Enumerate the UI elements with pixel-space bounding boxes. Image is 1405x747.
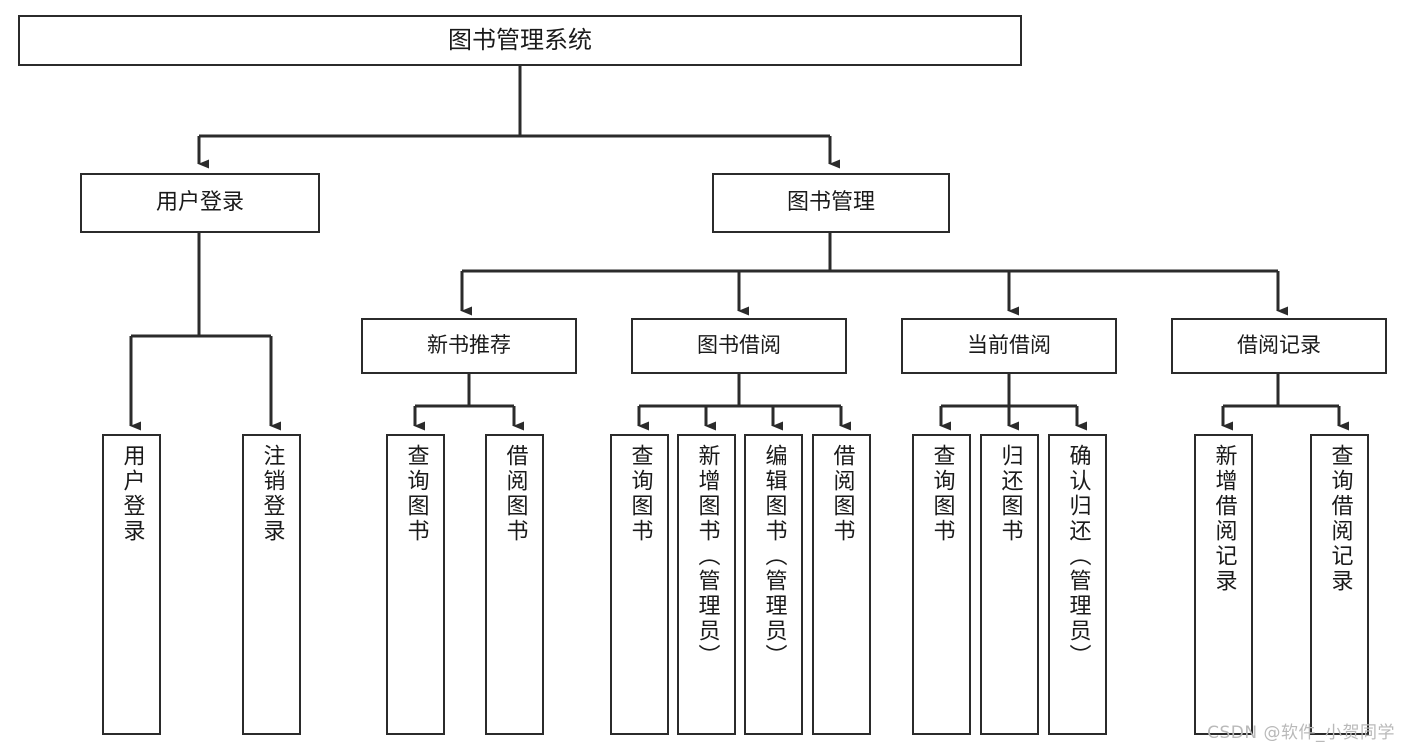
node-label: 确认归还（管理员） bbox=[1065, 444, 1091, 669]
node-label: 归还图书 bbox=[997, 444, 1023, 544]
leaf-borrow-add-book-admin[interactable]: 新增图书（管理员） bbox=[677, 434, 736, 735]
leaf-current-return-book[interactable]: 归还图书 bbox=[980, 434, 1039, 735]
node-label: 新书推荐 bbox=[427, 333, 511, 358]
leaf-record-add[interactable]: 新增借阅记录 bbox=[1194, 434, 1253, 735]
node-label: 当前借阅 bbox=[967, 333, 1051, 358]
leaf-borrow-edit-book-admin[interactable]: 编辑图书（管理员） bbox=[744, 434, 803, 735]
node-label: 查询图书 bbox=[929, 444, 955, 544]
node-borrow-record[interactable]: 借阅记录 bbox=[1171, 318, 1387, 374]
node-label: 新增借阅记录 bbox=[1211, 444, 1237, 594]
node-label: 用户登录 bbox=[119, 444, 145, 544]
leaf-borrow-borrow-book[interactable]: 借阅图书 bbox=[812, 434, 871, 735]
leaf-current-query-book[interactable]: 查询图书 bbox=[912, 434, 971, 735]
node-label: 注销登录 bbox=[259, 444, 285, 544]
node-label: 借阅记录 bbox=[1237, 333, 1321, 358]
leaf-current-confirm-return-admin[interactable]: 确认归还（管理员） bbox=[1048, 434, 1107, 735]
leaf-user-logout[interactable]: 注销登录 bbox=[242, 434, 301, 735]
leaf-borrow-query-book[interactable]: 查询图书 bbox=[610, 434, 669, 735]
node-label: 借阅图书 bbox=[502, 444, 528, 544]
node-label: 编辑图书（管理员） bbox=[761, 444, 787, 669]
node-book-management[interactable]: 图书管理 bbox=[712, 173, 950, 233]
leaf-new-book-query[interactable]: 查询图书 bbox=[386, 434, 445, 735]
node-label: 查询图书 bbox=[627, 444, 653, 544]
node-label: 新增图书（管理员） bbox=[694, 444, 720, 669]
leaf-new-book-borrow[interactable]: 借阅图书 bbox=[485, 434, 544, 735]
node-label: 图书管理系统 bbox=[448, 26, 592, 55]
leaf-record-query[interactable]: 查询借阅记录 bbox=[1310, 434, 1369, 735]
node-label: 用户登录 bbox=[155, 189, 244, 215]
node-label: 借阅图书 bbox=[829, 444, 855, 544]
node-new-book-recommend[interactable]: 新书推荐 bbox=[361, 318, 577, 374]
node-root-system[interactable]: 图书管理系统 bbox=[18, 15, 1022, 66]
node-label: 查询图书 bbox=[403, 444, 429, 544]
node-current-borrow[interactable]: 当前借阅 bbox=[901, 318, 1117, 374]
watermark-text: CSDN @软件_小贺同学 bbox=[1207, 723, 1395, 743]
node-book-borrow[interactable]: 图书借阅 bbox=[631, 318, 847, 374]
node-user-login[interactable]: 用户登录 bbox=[80, 173, 320, 233]
node-label: 查询借阅记录 bbox=[1327, 444, 1353, 594]
leaf-user-login[interactable]: 用户登录 bbox=[102, 434, 161, 735]
node-label: 图书管理 bbox=[786, 189, 875, 215]
node-label: 图书借阅 bbox=[697, 333, 781, 358]
